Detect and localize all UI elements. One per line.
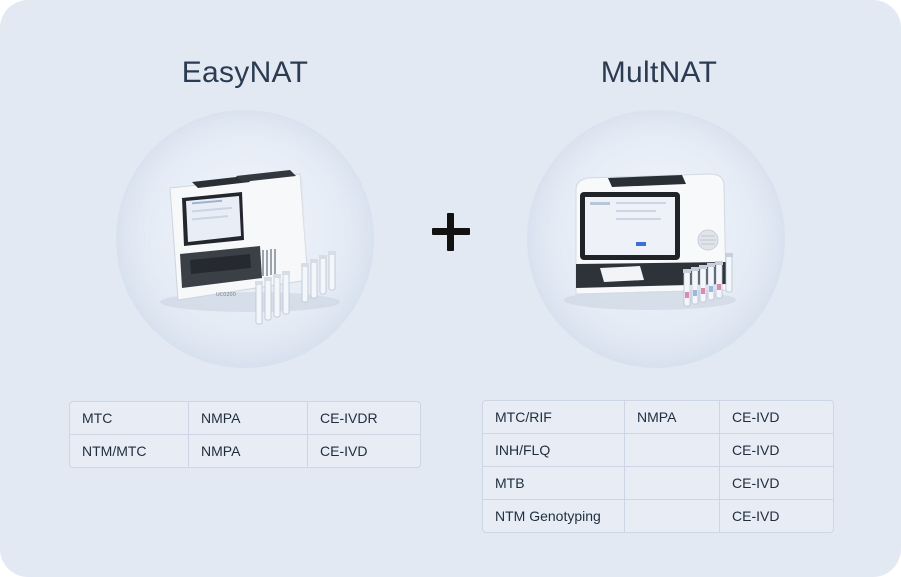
easynat-device-label: UC0200 xyxy=(216,292,236,298)
approval-cell xyxy=(625,500,720,532)
certification-cell: CE-IVD xyxy=(720,467,833,500)
plus-icon xyxy=(432,213,470,251)
table-row: MTB CE-IVD xyxy=(483,467,833,500)
multnat-title: MultNAT xyxy=(600,56,718,89)
approval-cell: NMPA xyxy=(625,401,720,434)
easynat-assay-table: MTC NMPA CE-IVDR NTM/MTC NMPA CE-IVD xyxy=(69,401,421,468)
table-row: MTC NMPA CE-IVDR xyxy=(70,402,420,435)
easynat-device-image: UC0200 xyxy=(160,170,340,325)
table-row: NTM Genotyping CE-IVD xyxy=(483,500,833,532)
assay-cell: NTM Genotyping xyxy=(483,500,625,532)
table-row: INH/FLQ CE-IVD xyxy=(483,434,833,467)
assay-cell: MTC xyxy=(70,402,189,435)
multnat-assay-table: MTC/RIF NMPA CE-IVD INH/FLQ CE-IVD MTB C… xyxy=(482,400,834,533)
assay-cell: NTM/MTC xyxy=(70,435,189,467)
multnat-device-image xyxy=(564,173,736,310)
table-row: MTC/RIF NMPA CE-IVD xyxy=(483,401,833,434)
certification-cell: CE-IVD xyxy=(320,443,368,459)
assay-cell: INH/FLQ xyxy=(483,434,625,467)
assay-cell: MTB xyxy=(483,467,625,500)
certification-cell: CE-IVDR xyxy=(308,402,420,435)
certification-cell: CE-IVD xyxy=(720,401,833,434)
approval-cell xyxy=(625,434,720,467)
table-row: NTM/MTC NMPA CE-IVD xyxy=(70,435,420,467)
approval-cell: NMPA xyxy=(189,402,308,435)
certification-cell: CE-IVD xyxy=(720,434,833,467)
approval-cell: NMPA xyxy=(189,435,308,467)
certification-cell: CE-IVD xyxy=(732,508,780,524)
easynat-title: EasyNAT xyxy=(181,56,309,89)
assay-cell: MTC/RIF xyxy=(483,401,625,434)
approval-cell xyxy=(625,467,720,500)
